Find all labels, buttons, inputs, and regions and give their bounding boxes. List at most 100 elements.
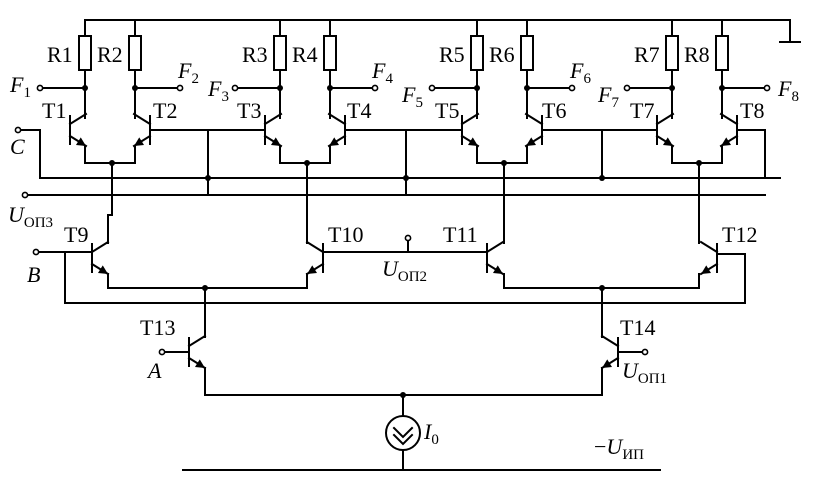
transistor-label-14: T14	[620, 315, 655, 340]
resistor-label-4: R4	[292, 42, 318, 67]
uop1-label: UОП1	[622, 358, 667, 387]
transistor-T2	[132, 112, 152, 148]
junction-dot	[474, 85, 480, 91]
junction-dot	[403, 175, 409, 181]
collector-wire	[279, 113, 331, 119]
terminal	[176, 84, 184, 92]
uop3-label: UОП3	[8, 202, 53, 231]
emitter-joint	[204, 367, 603, 396]
collector-lead	[655, 112, 675, 126]
emitter-arrow	[75, 137, 86, 146]
input-b-bus	[64, 251, 746, 304]
output-label-f6: F6	[569, 58, 591, 87]
emitter-arrow	[134, 137, 145, 146]
transistor-T10	[305, 240, 325, 276]
output-label-f8: F8	[777, 76, 799, 105]
emitter-arrow	[329, 137, 340, 146]
wiring	[17, 19, 801, 471]
collector-wire	[671, 113, 723, 119]
output-label-f4: F4	[371, 58, 393, 87]
junction-dot	[205, 175, 211, 181]
emitter-arrow	[721, 137, 732, 146]
resistor-label-8: R8	[684, 42, 710, 67]
junction-dot	[696, 160, 702, 166]
terminal	[404, 234, 412, 242]
collector-wire	[476, 113, 528, 119]
transistor-label-12: T12	[722, 222, 757, 247]
emitter-joint	[476, 145, 528, 164]
junction-dot	[327, 85, 333, 91]
transistor-label-6: T6	[542, 98, 566, 123]
transistor-T12	[699, 240, 719, 276]
input-c-bus	[17, 129, 781, 179]
collector-lead	[524, 112, 544, 126]
emitter-arrow	[194, 359, 205, 368]
junction-dot	[109, 160, 115, 166]
transistor-label-11: T11	[443, 222, 478, 247]
transistor-label-2: T2	[153, 98, 177, 123]
transistor-label-4: T4	[347, 98, 371, 123]
junction-dot	[400, 392, 406, 398]
output-label-f2: F2	[177, 58, 199, 87]
terminal	[763, 84, 771, 92]
transistor-T4	[327, 112, 347, 148]
base-link	[736, 129, 766, 179]
collector-lead	[68, 112, 88, 126]
collector-lead	[305, 240, 325, 254]
current-source-label: I0	[423, 419, 439, 448]
transistor-label-1: T1	[42, 98, 66, 123]
resistor-label-3: R3	[242, 42, 268, 67]
emitter-joint	[84, 145, 136, 164]
transistor-T3	[263, 112, 283, 148]
collector-lead	[460, 112, 480, 126]
emitter-joint	[671, 145, 723, 164]
collector-lead	[600, 334, 620, 348]
emitter-arrow	[701, 265, 712, 274]
transistor-label-9: T9	[64, 222, 88, 247]
terminal	[32, 248, 40, 256]
junction-dot	[132, 85, 138, 91]
collector-lead	[699, 240, 719, 254]
emitter-arrow	[307, 265, 318, 274]
resistor-body	[128, 35, 142, 71]
emitter-arrow	[662, 137, 673, 146]
output-label-f3: F3	[207, 76, 229, 105]
collector-lead	[90, 240, 110, 254]
junction-dot	[669, 85, 675, 91]
transistor-label-5: T5	[435, 98, 459, 123]
output-label-f1: F1	[9, 72, 31, 101]
transistor-T9	[90, 240, 110, 276]
ground-symbol	[779, 19, 801, 43]
resistor-label-7: R7	[634, 42, 660, 67]
supply-label: −UИП	[594, 434, 644, 463]
resistor-label-1: R1	[47, 42, 73, 67]
resistor-label-5: R5	[439, 42, 465, 67]
emitter-arrow	[270, 137, 281, 146]
emitter-arrow	[602, 359, 613, 368]
transistor-T1	[68, 112, 88, 148]
terminal	[158, 348, 166, 356]
transistor-T11	[485, 240, 505, 276]
base-link	[149, 129, 209, 196]
transistor-T8	[719, 112, 739, 148]
transistor-T7	[655, 112, 675, 148]
junction-dot	[501, 160, 507, 166]
junction-dot	[524, 85, 530, 91]
resistor-body	[273, 35, 287, 71]
terminal	[568, 84, 576, 92]
emitter-joint	[107, 273, 308, 289]
junction-dot	[719, 85, 725, 91]
collector-lead	[132, 112, 152, 126]
collector-lead	[485, 240, 505, 254]
output-label-f5: F5	[401, 82, 423, 111]
terminal	[623, 84, 631, 92]
transistor-label-7: T7	[630, 98, 654, 123]
emitter-joint	[279, 145, 331, 164]
emitter-arrow	[97, 265, 108, 274]
emitter-arrow	[526, 137, 537, 146]
input-a-label: A	[146, 358, 162, 383]
transistor-T14	[600, 334, 620, 370]
junction-dot	[82, 85, 88, 91]
